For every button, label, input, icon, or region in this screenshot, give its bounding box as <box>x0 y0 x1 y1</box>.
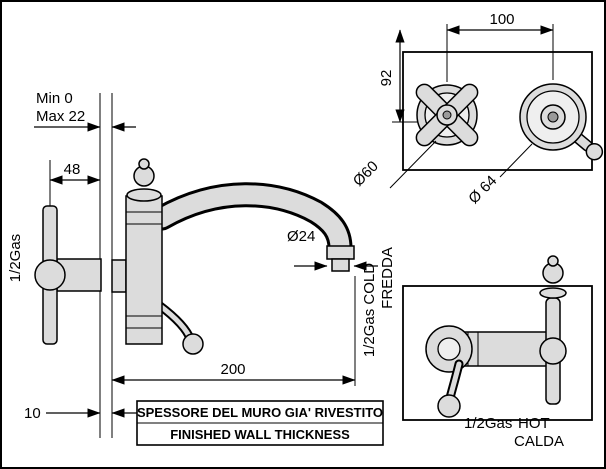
finial-tip <box>138 158 150 170</box>
handle-hub-side <box>539 337 567 365</box>
cold-supply-label: 1/2Gas COLD <box>361 263 378 357</box>
dim-92-label: 92 <box>378 70 395 87</box>
hot-gas-label: 1/2Gas <box>464 415 512 432</box>
calda-label: CALDA <box>514 433 564 450</box>
lever-ball <box>182 333 204 355</box>
spout-tip <box>326 245 355 260</box>
dim-min-label: Min 0 <box>36 90 73 107</box>
fredda-label: FREDDA <box>379 247 396 309</box>
wall-thickness-note: SPESSORE DEL MURO GIA' RIVESTITO FINISHE… <box>136 400 384 446</box>
dim-200-label: 200 <box>220 361 245 378</box>
spout-column <box>125 195 163 345</box>
handle-screw <box>442 110 452 120</box>
front-lever-ball <box>585 142 604 161</box>
gas-thread-label: 1/2Gas <box>7 234 24 282</box>
wall-connector <box>111 259 127 293</box>
valve-lever-ball <box>437 394 461 418</box>
finial-base <box>539 287 567 299</box>
cross-handle-front <box>415 83 479 147</box>
dim-max-label: Max 22 <box>36 108 85 125</box>
trim-front-view: 100 92 Ø60 Ø 64 <box>350 11 604 207</box>
dim-10-label: 10 <box>24 405 41 422</box>
leader-line <box>389 140 437 189</box>
hot-label: HOT <box>518 415 550 432</box>
dim-100-label: 100 <box>489 11 514 28</box>
finial-base <box>126 188 162 202</box>
finial-tip <box>547 255 559 267</box>
valve-side-view: 1/2Gas COLD FREDDA 1/2Gas HOT CALDA <box>361 247 593 450</box>
spout-side-view: Min 0 Max 22 48 1/2Gas Ø24 <box>7 90 378 438</box>
lever-trim-front <box>519 83 604 161</box>
aerator <box>331 258 350 272</box>
leader-line <box>499 143 533 178</box>
note-line-italian: SPESSORE DEL MURO GIA' RIVESTITO <box>137 405 383 420</box>
spout-body <box>152 185 350 258</box>
note-line-english: FINISHED WALL THICKNESS <box>170 427 350 442</box>
dim-spout-diameter-label: Ø24 <box>287 228 315 245</box>
stem-center <box>547 111 559 123</box>
dim-48-label: 48 <box>64 161 81 178</box>
union-hub <box>34 259 66 291</box>
supply-thread <box>437 337 461 361</box>
